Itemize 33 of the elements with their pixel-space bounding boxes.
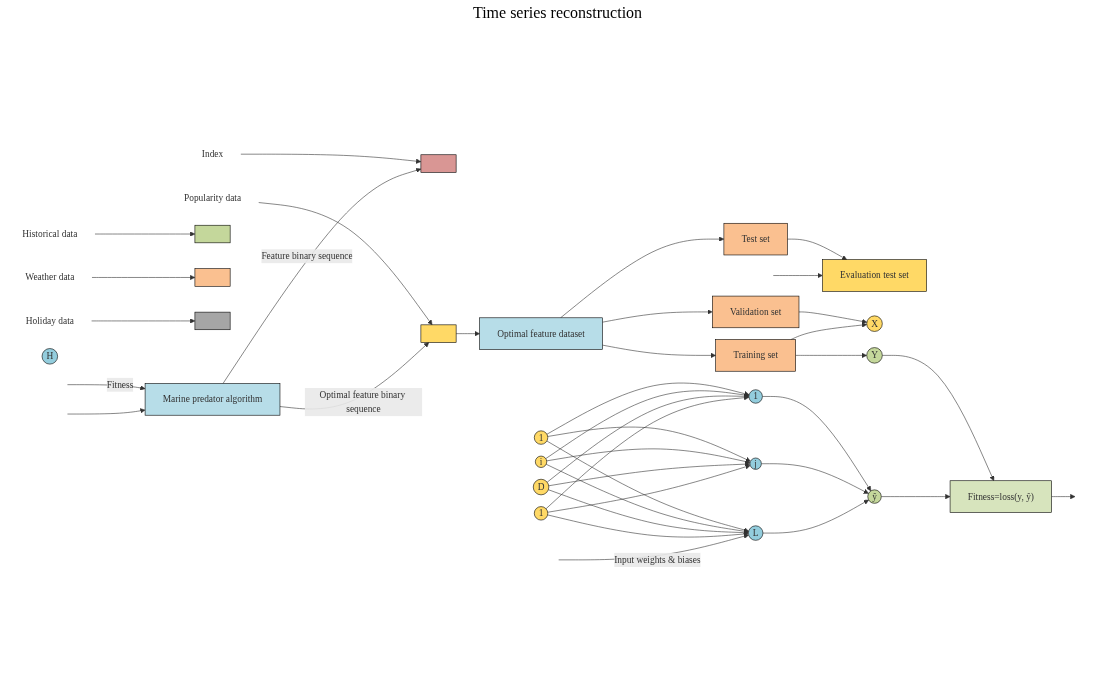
- node-box: [194, 311, 231, 331]
- node-text: Popularity data: [183, 192, 242, 203]
- node-box: Validation set: [712, 295, 800, 329]
- node-text: Weather data: [25, 272, 75, 283]
- node-box: [420, 324, 457, 343]
- node-circle: D: [532, 478, 550, 496]
- node-circle: 1: [534, 506, 549, 521]
- node-box: Training set: [715, 339, 796, 372]
- node-box: Fitness=loss(y, ŷ): [949, 480, 1052, 513]
- node-circle: Y: [866, 347, 883, 364]
- node-circle: ŷ: [867, 489, 882, 504]
- node-circle: 1: [534, 430, 549, 445]
- node-box: [194, 268, 231, 287]
- node-circle: j: [749, 457, 762, 470]
- node-box: Optimal feature dataset: [479, 317, 603, 350]
- node-text: Holiday data: [25, 315, 74, 326]
- node-circle: 1: [748, 389, 763, 404]
- node-box: Test set: [723, 222, 788, 256]
- node-box: Marine predator algorithm: [144, 383, 281, 416]
- node-box: [420, 154, 457, 173]
- edge-label: Feature binary sequence: [261, 251, 353, 261]
- edge-label: Fitness: [106, 379, 134, 390]
- node-box: Evaluation test set: [822, 259, 927, 292]
- node-text: Historical data: [22, 228, 78, 239]
- note-text: Time series reconstruction: [472, 4, 643, 21]
- node-circle: H: [41, 348, 58, 365]
- node-text: Index: [201, 148, 224, 159]
- edge-label: Optimal feature binary sequence: [319, 389, 406, 414]
- node-circle: i: [535, 455, 548, 468]
- edge-label: Input weights & biases: [614, 554, 701, 565]
- node-circle: L: [748, 525, 764, 541]
- node-box: [194, 224, 231, 244]
- node-circle: X: [866, 315, 883, 332]
